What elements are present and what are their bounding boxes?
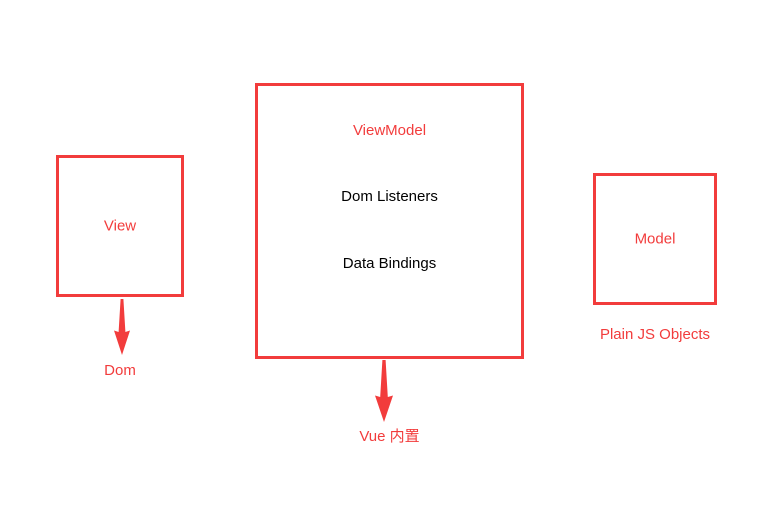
viewmodel-dom-listeners-label: Dom Listeners [341, 188, 438, 205]
viewmodel-box-title: ViewModel [352, 122, 427, 139]
viewmodel-box: ViewModel Dom Listeners Data Bindings [255, 83, 524, 359]
model-box-label: Model [634, 230, 676, 248]
view-box-label: View [103, 217, 137, 235]
model-box: Model [593, 173, 717, 305]
plain-js-objects-caption-label: Plain JS Objects [599, 326, 711, 343]
dom-caption-label: Dom [104, 362, 136, 379]
viewmodel-data-bindings-label: Data Bindings [342, 255, 437, 272]
vue-builtin-caption-label: Vue 内置 [359, 428, 420, 445]
view-box: View [56, 155, 184, 297]
viewmodel-down-arrow-icon [375, 360, 393, 422]
view-down-arrow-icon [114, 299, 130, 355]
